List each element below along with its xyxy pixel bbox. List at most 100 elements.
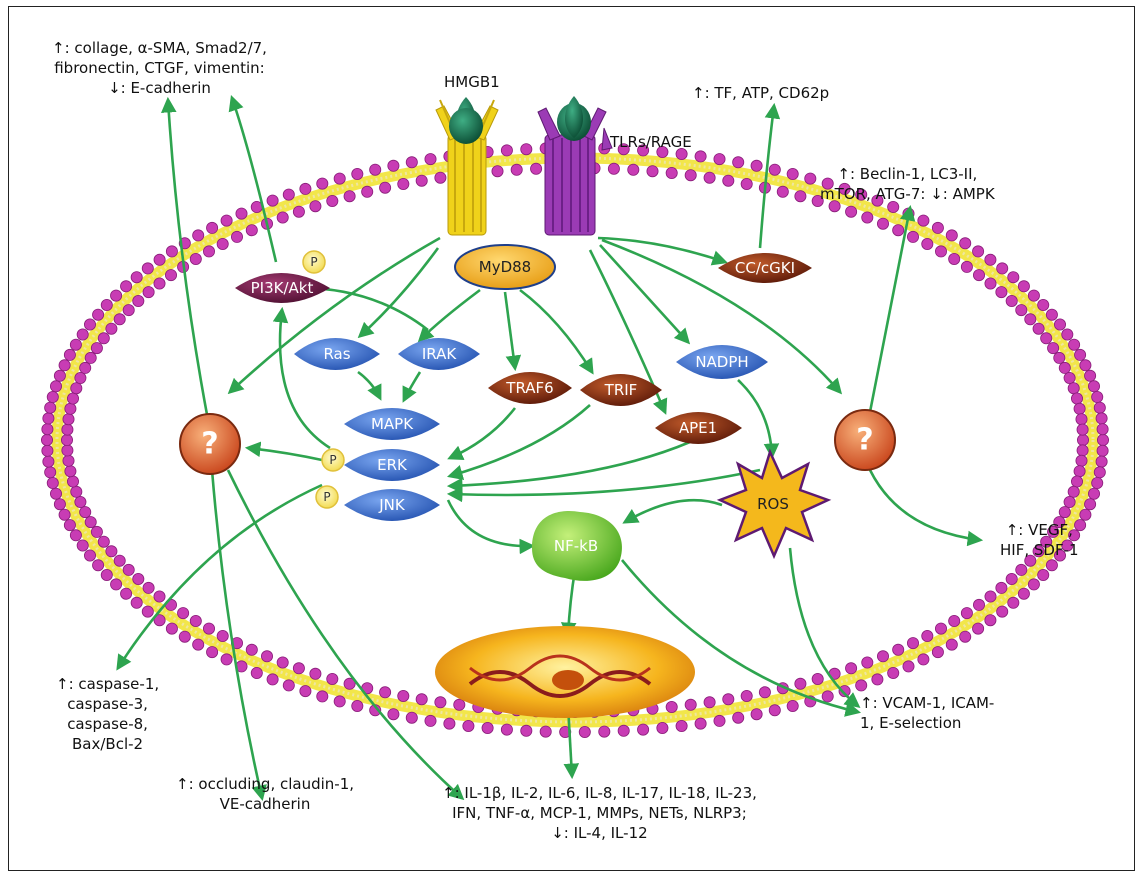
nucleus (435, 626, 695, 718)
membrane-head (207, 647, 218, 658)
membrane-head (310, 201, 321, 212)
arrow-myd88-to-traf6 (505, 292, 515, 368)
membrane-head (1038, 569, 1049, 580)
membrane-head (388, 160, 399, 171)
membrane-head (647, 166, 658, 177)
membrane-head (344, 191, 355, 202)
membrane-head (872, 674, 883, 685)
membrane-head (949, 615, 960, 626)
membrane-head (166, 246, 177, 257)
membrane-head (1097, 445, 1108, 456)
membrane-head (1088, 381, 1099, 392)
membrane-head (795, 191, 806, 202)
node-irak: IRAK (398, 338, 480, 370)
membrane-head (733, 712, 744, 723)
dna-knot (552, 670, 584, 690)
membrane-head (723, 175, 734, 186)
membrane-head (599, 726, 610, 737)
membrane-head (985, 591, 996, 602)
membrane-head (1074, 403, 1085, 414)
membrane-head (759, 687, 770, 698)
membrane-head (43, 413, 54, 424)
membrane-head (973, 623, 984, 634)
node-nfkb-label: NF-kB (554, 537, 598, 555)
phospho-badge-jnk: P (316, 486, 338, 508)
node-jnk: JNK (344, 489, 440, 521)
membrane-head (98, 536, 109, 547)
arrow-receptor-to-nadph (600, 245, 688, 342)
membrane-head (111, 290, 122, 301)
membrane-head (435, 697, 446, 708)
membrane-head (75, 496, 86, 507)
membrane-head (416, 694, 427, 705)
membrane-head (1080, 509, 1091, 520)
membrane-head (1080, 360, 1091, 371)
membrane-head (101, 569, 112, 580)
membrane-head (946, 639, 957, 650)
membrane-head (64, 349, 75, 360)
output-angiogenesis: ↑: VEGF, HIF, SDF-1 (1000, 520, 1079, 560)
membrane-head (1076, 455, 1087, 466)
membrane-head (714, 154, 725, 165)
membrane-head (862, 657, 873, 668)
membrane-head (221, 654, 232, 665)
membrane-head (973, 246, 984, 257)
membrane-head (812, 673, 823, 684)
membrane-head (922, 630, 933, 641)
membrane-head (283, 680, 294, 691)
membrane-head (935, 623, 946, 634)
membrane-head (380, 687, 391, 698)
membrane-head (133, 573, 144, 584)
membrane-head (657, 722, 668, 733)
membrane-head (922, 238, 933, 249)
membrane-head (444, 718, 455, 729)
membrane-head (93, 309, 104, 320)
membrane-head (165, 270, 176, 281)
node-traf6-label: TRAF6 (505, 379, 553, 397)
membrane-head (795, 678, 806, 689)
membrane-head (143, 582, 154, 593)
membrane-head (463, 720, 474, 731)
membrane-head (1096, 413, 1107, 424)
membrane-head (1075, 349, 1086, 360)
membrane-head (618, 725, 629, 736)
membrane-head (608, 163, 619, 174)
node-nfkb: NF-kB (532, 511, 622, 581)
membrane-head (425, 715, 436, 726)
membrane-head (1064, 496, 1075, 507)
membrane-head (425, 154, 436, 165)
membrane-head (1054, 319, 1065, 330)
membrane-head (741, 690, 752, 701)
membrane-head (579, 726, 590, 737)
membrane-head (751, 709, 762, 720)
membrane-head (1033, 323, 1044, 334)
phospho-badge-pi3k: P (303, 251, 325, 273)
unknown-mediator-right: ? (835, 410, 895, 470)
membrane-head (133, 295, 144, 306)
membrane-head (822, 691, 833, 702)
membrane-head (1096, 456, 1107, 467)
membrane-head (62, 445, 73, 456)
membrane-head (1008, 597, 1019, 608)
output-coagulation: ↑: TF, ATP, CD62p (692, 83, 829, 103)
membrane-head (207, 222, 218, 233)
membrane-head (75, 372, 86, 383)
membrane-head (317, 178, 328, 189)
arrow-traf6-to-erk (450, 408, 515, 458)
membrane-head (1054, 352, 1065, 363)
membrane-head (1006, 573, 1017, 584)
membrane-head (267, 674, 278, 685)
output-autophagy: ↑: Beclin-1, LC3-II, mTOR, ATG-7: ↓: AMP… (820, 164, 995, 204)
membrane-head (1076, 414, 1087, 425)
membrane-head (388, 709, 399, 720)
membrane-head (190, 615, 201, 626)
membrane-head (1092, 391, 1103, 402)
membrane-head (293, 663, 304, 674)
node-myd88: MyD88 (455, 245, 555, 289)
unknown-mediator-left: ? (180, 414, 240, 474)
membrane-head (1059, 362, 1070, 373)
membrane-head (877, 651, 888, 662)
membrane-head (236, 208, 247, 219)
membrane-head (190, 253, 201, 264)
membrane-head (71, 486, 82, 497)
